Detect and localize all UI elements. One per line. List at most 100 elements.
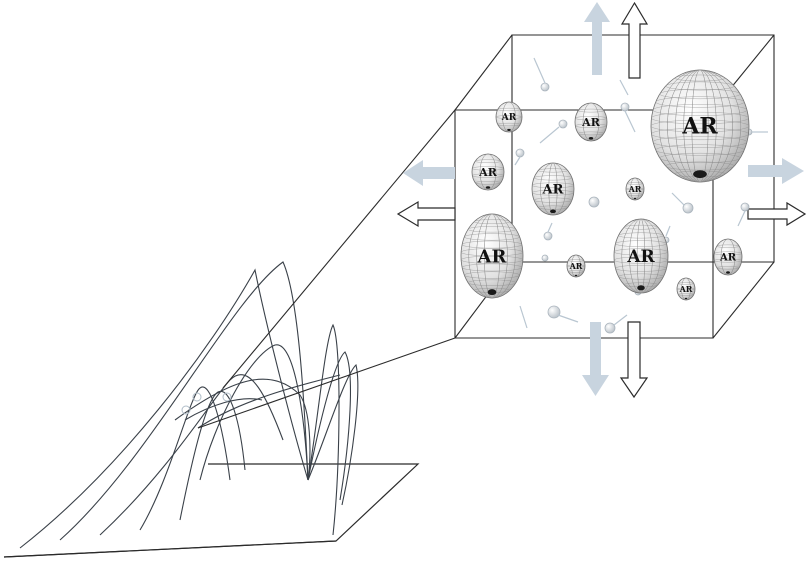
- sphere-mesh-latitude: [714, 258, 742, 263]
- sphere-mesh-latitude: [497, 107, 521, 112]
- sphere-pole: [588, 137, 594, 140]
- sphere-mesh-latitude: [651, 128, 749, 140]
- sphere-label: AR: [477, 246, 508, 267]
- sphere-mesh-latitude: [615, 265, 667, 272]
- plane-edge-front: [3, 540, 337, 558]
- ar-sphere: AR: [713, 238, 743, 276]
- small-particle: [604, 322, 616, 334]
- trajectory-curve: [199, 344, 309, 481]
- sphere-mesh-latitude: [460, 248, 524, 257]
- ar-sphere: AR: [650, 69, 750, 183]
- sphere-mesh-longitude: [658, 69, 742, 183]
- velocity-arrow: [557, 314, 579, 323]
- sphere-mesh-latitude: [613, 256, 669, 264]
- sphere-mesh-latitude: [659, 152, 741, 164]
- sphere-mesh-latitude: [532, 190, 574, 196]
- sphere-mesh-latitude: [655, 144, 745, 156]
- arrow-down-outline: [619, 321, 649, 399]
- sphere-mesh-latitude: [618, 232, 664, 239]
- sphere-pole: [726, 271, 730, 274]
- sphere-mesh-latitude: [716, 266, 740, 270]
- sphere-mesh-latitude: [613, 248, 669, 256]
- ar-sphere: AR: [460, 213, 524, 299]
- small-particle: [620, 102, 630, 112]
- sphere-mesh-latitude: [533, 175, 573, 181]
- sphere-mesh-latitude: [652, 104, 748, 116]
- sphere-mesh-latitude: [650, 119, 750, 133]
- trajectory-curve: [59, 261, 309, 541]
- sphere-label: AR: [626, 247, 655, 267]
- trajectory-curve: [184, 398, 263, 421]
- velocity-arrow: [533, 57, 546, 84]
- sphere-mesh-latitude: [467, 279, 517, 286]
- sphere-mesh-longitude: [479, 153, 497, 191]
- sphere-mesh-latitude: [568, 259, 584, 262]
- sphere-mesh-latitude: [575, 116, 607, 121]
- sphere-label: AR: [581, 116, 601, 129]
- trajectory-curve: [307, 323, 340, 536]
- trajectory-curve: [307, 351, 352, 501]
- sphere-mesh-latitude: [472, 173, 504, 178]
- velocity-arrow: [671, 192, 685, 206]
- velocity-arrow: [519, 305, 528, 329]
- small-particle: [547, 305, 561, 319]
- sphere-mesh-latitude: [568, 270, 584, 273]
- velocity-arrow: [624, 110, 636, 133]
- small-particle: [740, 202, 750, 212]
- ar-sphere: AR: [566, 254, 586, 278]
- sphere-mesh-latitude: [623, 225, 659, 230]
- sphere-mesh-longitude: [720, 238, 736, 276]
- particle-on-trajectory: [181, 405, 191, 415]
- sphere-mesh-latitude: [460, 255, 524, 264]
- sphere-mesh-latitude: [495, 115, 523, 119]
- sphere-mesh-longitude: [571, 254, 581, 278]
- sphere-mesh-latitude: [566, 264, 586, 268]
- trajectory-particles: [181, 392, 232, 415]
- sphere-mesh-latitude: [578, 108, 604, 113]
- arrow-left-filled: [403, 160, 455, 186]
- trajectory-curve: [19, 268, 309, 549]
- sphere-mesh-latitude: [625, 187, 645, 191]
- sphere-mesh-latitude: [474, 219, 510, 224]
- sphere-label: AR: [478, 166, 498, 179]
- sphere-pole: [485, 186, 491, 189]
- sphere-mesh-latitude: [475, 181, 501, 185]
- sphere-pole: [487, 289, 497, 296]
- plane-outline: [3, 463, 420, 558]
- small-particle: [540, 82, 550, 92]
- sphere-mesh-latitude: [618, 273, 664, 280]
- sphere-mesh-latitude: [467, 226, 517, 233]
- velocity-arrow: [613, 314, 628, 326]
- sphere-label: AR: [542, 183, 564, 198]
- small-particles: [514, 57, 768, 334]
- sphere-mesh-latitude: [578, 131, 604, 136]
- sphere-pole: [507, 128, 511, 131]
- sphere-mesh-latitude: [659, 88, 741, 100]
- sphere-mesh-latitude: [538, 205, 568, 210]
- ar-sphere: AR: [625, 177, 645, 201]
- trajectory-curve: [179, 390, 246, 521]
- sphere-mesh-latitude: [674, 74, 726, 82]
- sphere-pole: [637, 285, 645, 291]
- sphere-mesh-latitude: [655, 96, 745, 108]
- ar-sphere: AR: [574, 102, 608, 142]
- sphere-mesh-latitude: [651, 112, 749, 124]
- sphere-mesh-latitude: [538, 168, 568, 173]
- sphere-label: AR: [501, 113, 517, 123]
- small-particle: [543, 231, 553, 241]
- sphere-mesh-longitude: [630, 177, 640, 201]
- sphere-mesh-latitude: [665, 161, 735, 171]
- sphere-mesh-latitude: [716, 244, 740, 248]
- sphere-mesh-latitude: [532, 182, 574, 188]
- cube-edge: [712, 261, 775, 339]
- sphere-mesh-latitude: [678, 293, 694, 296]
- small-particle: [588, 196, 600, 208]
- particle-on-trajectory: [192, 392, 202, 402]
- velocity-arrow: [665, 225, 671, 237]
- arrow-left-outline: [396, 200, 456, 228]
- sphere-mesh-latitude: [615, 240, 667, 247]
- velocity-arrow: [737, 210, 746, 227]
- ar-sphere: AR: [495, 101, 523, 133]
- sphere-mesh-latitude: [475, 159, 501, 163]
